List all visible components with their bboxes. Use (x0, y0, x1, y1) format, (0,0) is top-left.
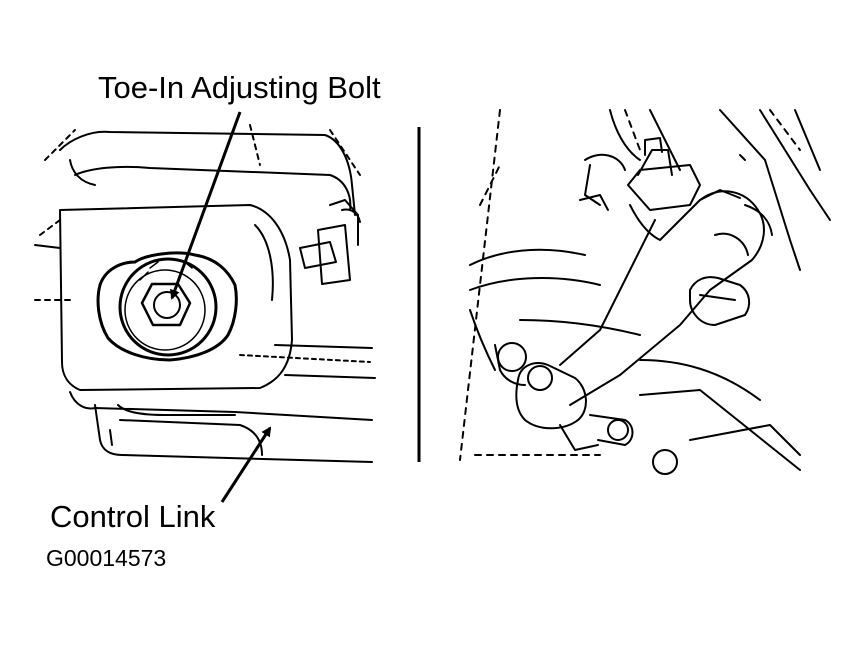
control-link-leader-arrow (220, 426, 272, 503)
left-view-closeup (34, 124, 376, 463)
figure-id-label: G00014573 (46, 545, 167, 571)
right-view-overview (459, 109, 831, 475)
bolt-leader-arrow (170, 111, 242, 300)
toe-in-bolt-label: Toe-In Adjusting Bolt (98, 70, 381, 105)
control-link-label: Control Link (50, 499, 216, 534)
